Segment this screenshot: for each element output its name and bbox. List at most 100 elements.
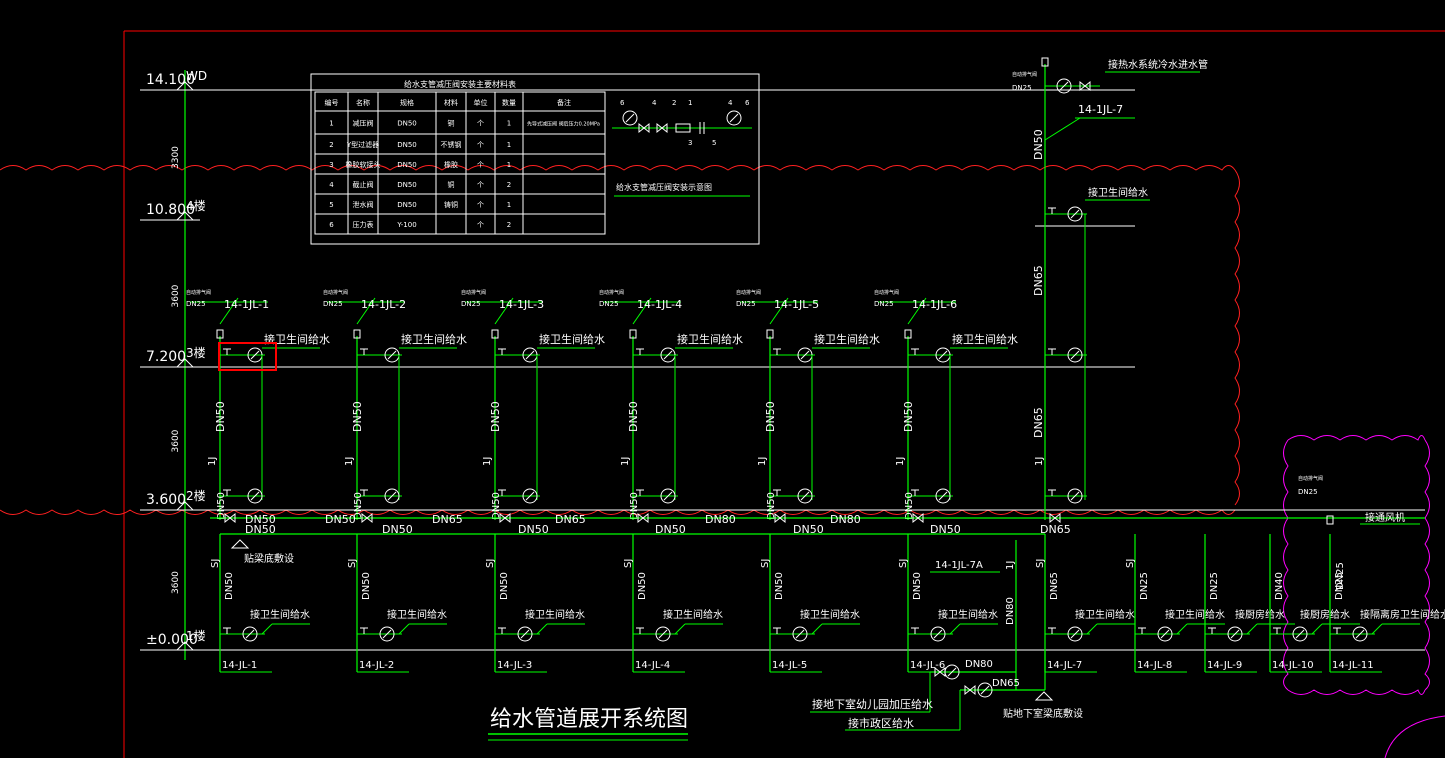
lower-branch-label: 接卫生间给水 <box>525 608 585 621</box>
municipal-note: 接市政区给水 <box>848 716 914 730</box>
table-cell: 铜 <box>448 119 455 128</box>
air-vent-icon <box>353 329 361 339</box>
pressure-gauge-icon <box>1157 626 1173 642</box>
riser7-id-leader <box>1044 117 1081 141</box>
main-pipe-bottom-size: DN50 <box>793 523 824 536</box>
main-pipe-size: DN50 <box>325 513 356 526</box>
right-vent-size: DN25 <box>1298 488 1318 496</box>
lower-label-leader <box>1086 623 1098 635</box>
riser-base-size: DN50 <box>491 492 502 520</box>
gauge-needle <box>729 113 739 123</box>
lower-branch-label: 接厨房给水 <box>1300 608 1350 621</box>
table-cell: 2 <box>329 141 333 149</box>
main-pipe-size: DN80 <box>705 513 736 526</box>
toilet-supply-label: 接卫生间给水 <box>264 332 330 346</box>
pressure-gauge-icon <box>797 488 813 504</box>
riser7-size-top: DN50 <box>1032 129 1045 160</box>
gauge-needle <box>382 629 392 639</box>
pressure-gauge-icon <box>655 626 671 642</box>
drawing-title-group: 给水管道展开系统图 <box>488 707 688 741</box>
level-tag: 3楼 <box>186 345 206 360</box>
riser7-size-low: DN65 <box>1032 407 1045 438</box>
table-cell: 3 <box>329 161 333 169</box>
toilet-supply-label: 接卫生间给水 <box>952 332 1018 346</box>
lower-label-leader <box>261 623 273 635</box>
table-cell: 4 <box>329 181 334 189</box>
gauge-needle <box>250 350 260 360</box>
table-header: 材料 <box>444 98 458 107</box>
level-tag: 1楼 <box>186 628 206 643</box>
assembly-callout: 4 <box>728 99 733 107</box>
vent-size: DN25 <box>736 300 756 308</box>
gauge-needle <box>1070 350 1080 360</box>
gauge-needle <box>520 629 530 639</box>
riser-base-size: DN50 <box>766 492 777 520</box>
gauge-needle <box>245 629 255 639</box>
air-vent-icon <box>216 329 224 339</box>
basement-note: 贴地下室梁底敷设 <box>1003 707 1083 720</box>
table-cell: 个 <box>477 161 484 169</box>
highlight-selection-box[interactable] <box>218 342 277 371</box>
level-triangle-icon <box>175 501 195 511</box>
riser-base-size: DN50 <box>629 492 640 520</box>
gauge-needle <box>387 350 397 360</box>
riser-7a-id: 14-1JL-7A <box>935 560 983 571</box>
assembly-callout: 6 <box>620 99 625 107</box>
level-spacing: 3300 <box>171 146 181 169</box>
riser-id: 14-1JL-4 <box>637 298 682 311</box>
main-pipe-size: DN65 <box>555 513 586 526</box>
level-triangle-icon <box>175 358 195 368</box>
assembly-callout: 2 <box>672 99 676 107</box>
gate-valve-icon <box>1049 512 1061 524</box>
hang-note: 贴梁底敷设 <box>244 552 294 565</box>
table-cell: 个 <box>477 201 484 209</box>
table-header: 规格 <box>400 98 414 107</box>
revision-cloud-edge <box>1283 439 1289 691</box>
gauge-needle <box>795 629 805 639</box>
gauge-needle <box>947 667 957 677</box>
vent-label: 自动排气阀 <box>461 289 486 296</box>
lower-riser-id: 14-JL-4 <box>635 660 670 671</box>
table-cell: 1 <box>507 201 511 209</box>
table-cell: 铸铜 <box>444 200 458 209</box>
riser-size: DN50 <box>764 401 777 432</box>
level-elevation: 14.100 <box>146 72 195 88</box>
table-cell: DN50 <box>397 161 417 169</box>
lower-riser-id: 14-JL-6 <box>910 660 945 671</box>
riser-7a-size: DN80 <box>1005 597 1016 625</box>
gate-valve-icon <box>964 684 976 696</box>
level-elevation: 10.800 <box>146 202 195 218</box>
lower-riser-id: 14-JL-10 <box>1272 660 1314 671</box>
riser-id: 14-1JL-1 <box>224 298 269 311</box>
gauge-needle <box>625 113 635 123</box>
lower-riser-size: DN50 <box>361 572 372 600</box>
gauge-needle <box>658 629 668 639</box>
toilet-supply-label: 接卫生间给水 <box>814 332 880 346</box>
table-header: 名称 <box>356 98 370 107</box>
table-cell: 1 <box>329 120 333 128</box>
lower-riser-size: DN50 <box>912 572 923 600</box>
revision-cloud-edge <box>1234 169 1240 506</box>
revision-cloud-edge <box>1287 689 1426 695</box>
lower-riser-size: DN50 <box>499 572 510 600</box>
table-cell: DN50 <box>397 120 417 128</box>
gate-valve-icon <box>638 122 650 134</box>
table-cell: 个 <box>477 221 484 229</box>
gauge-needle <box>1059 81 1069 91</box>
pressure-gauge-icon <box>517 626 533 642</box>
drawing-frame <box>123 30 1445 758</box>
lower-branch-label: 接卫生间给水 <box>1075 608 1135 621</box>
assembly-callout: 6 <box>745 99 750 107</box>
table-cell: 截止阀 <box>353 180 374 189</box>
